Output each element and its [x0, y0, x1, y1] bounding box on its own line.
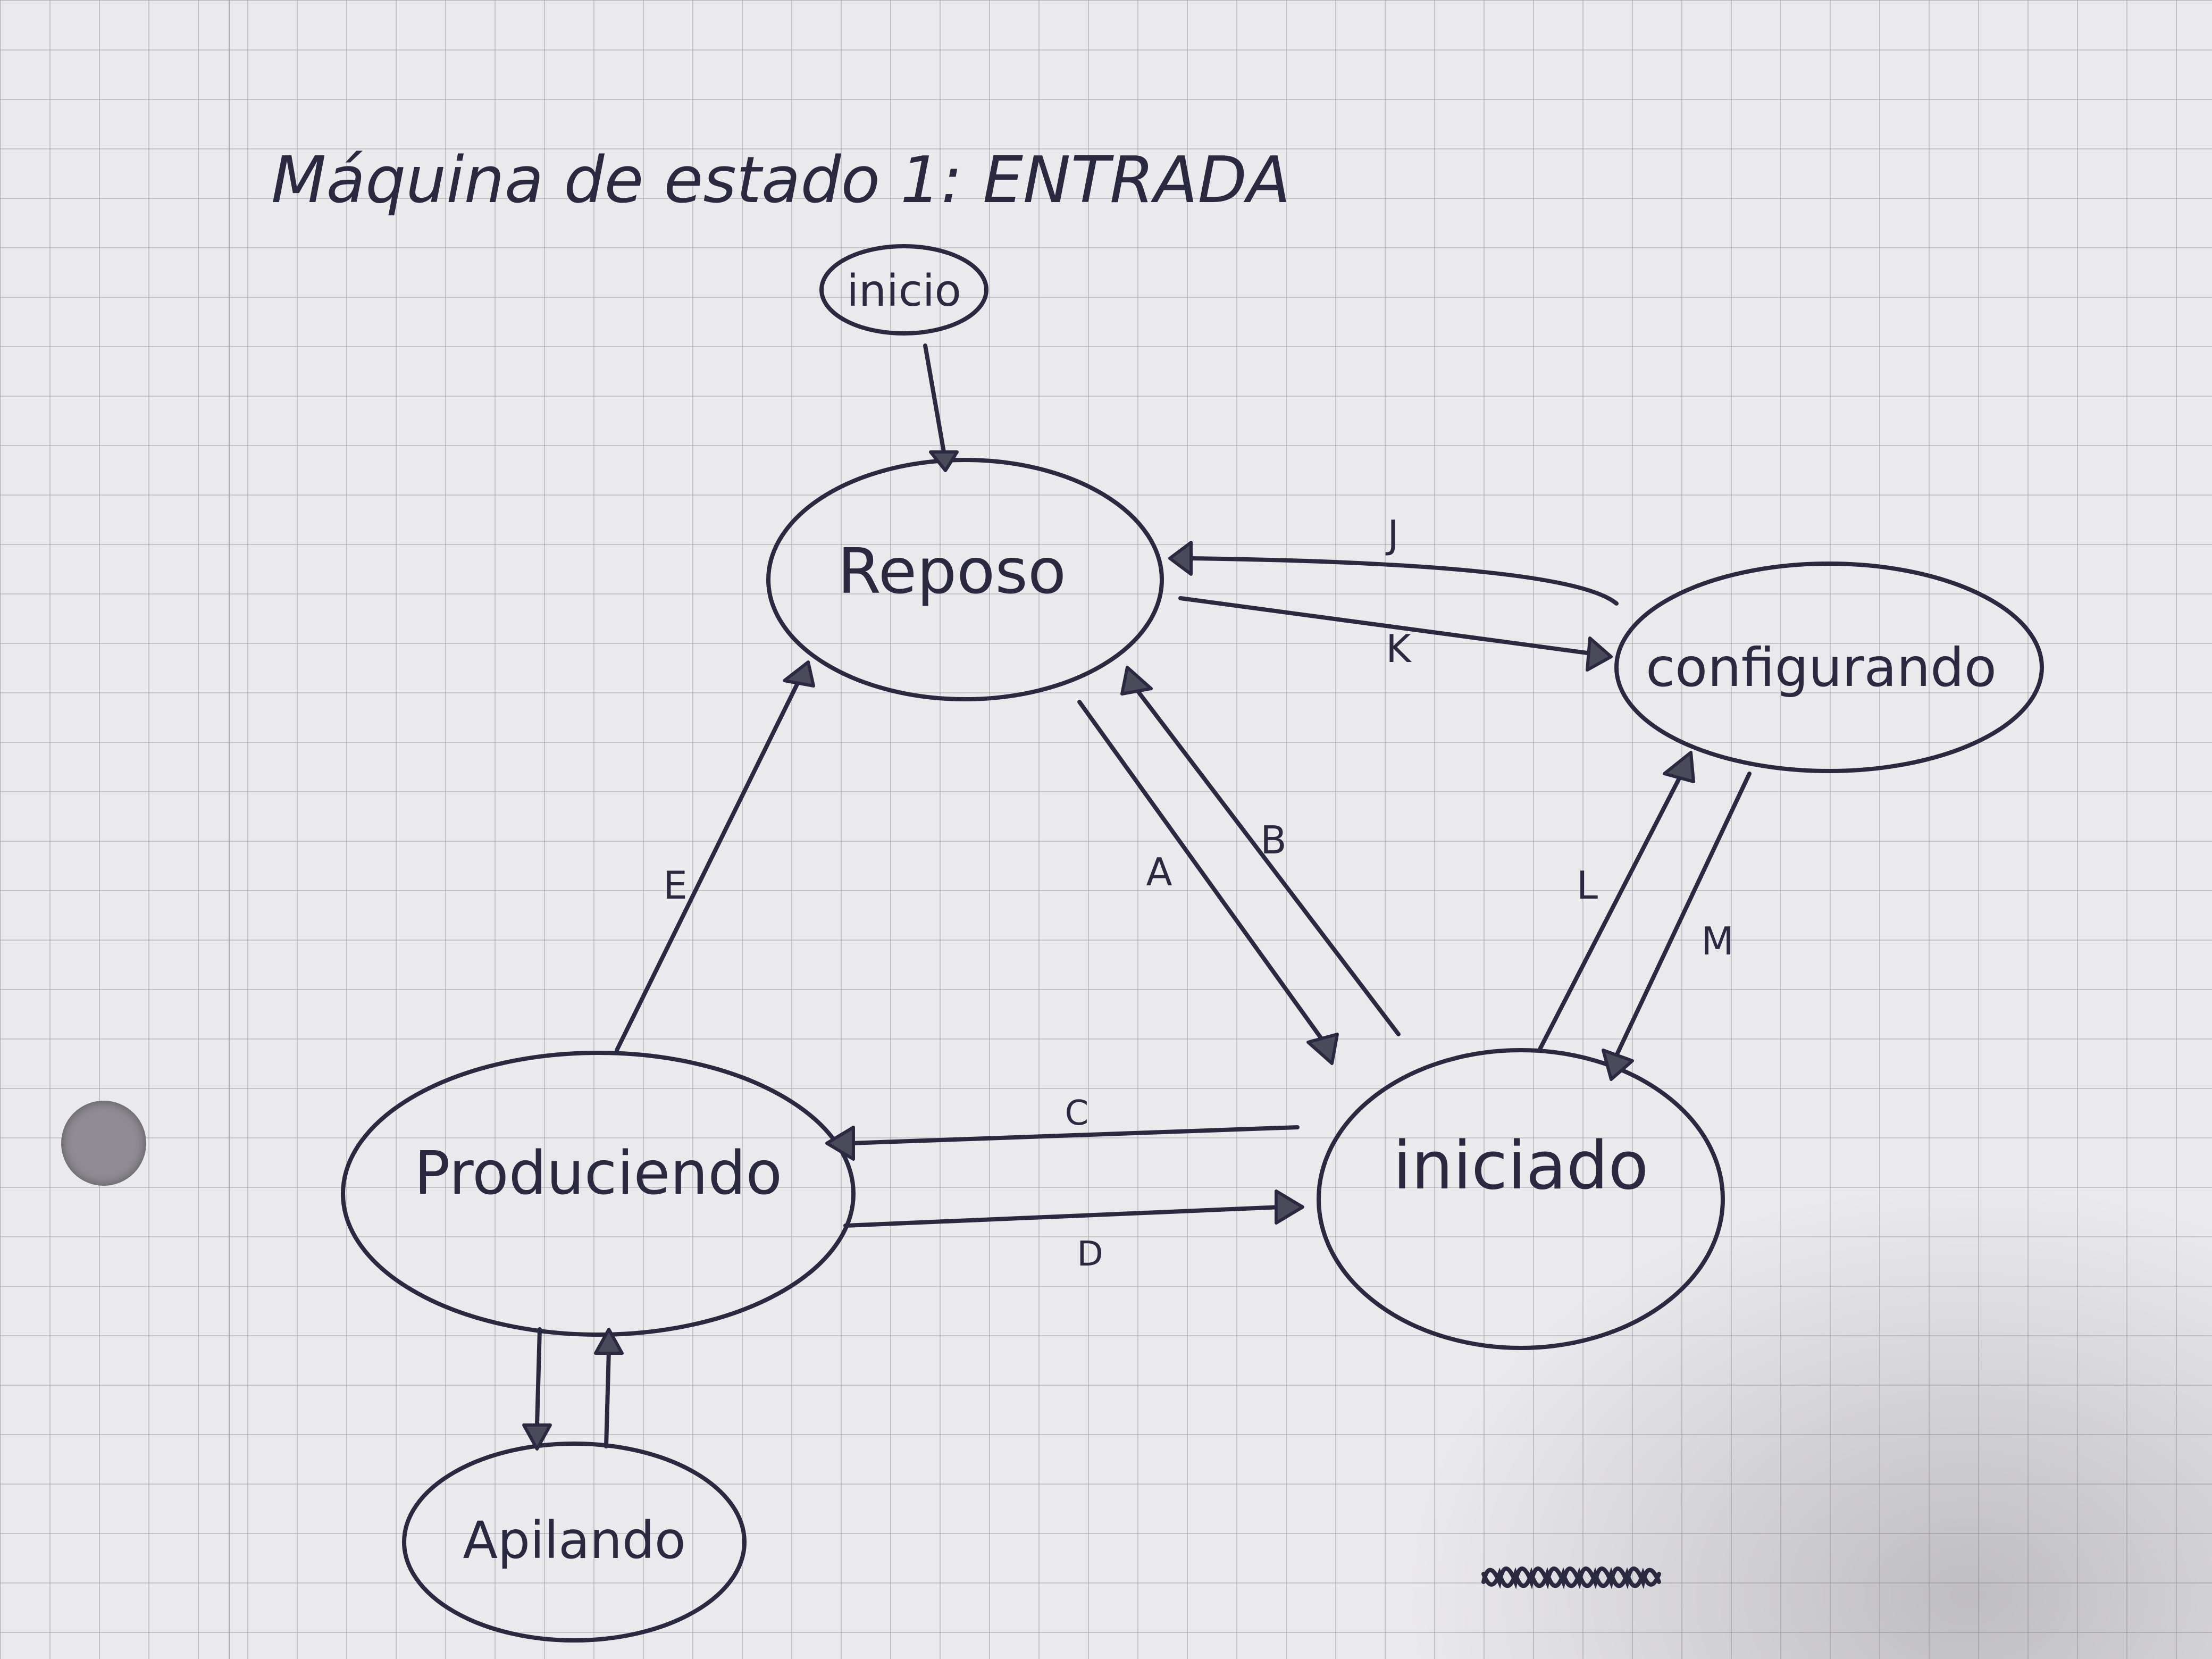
margin-line	[229, 0, 230, 1659]
state-reposo-label: Reposo	[837, 534, 1066, 608]
transition-m-label: M	[1701, 919, 1734, 963]
state-apilando-label: Apilando	[463, 1511, 685, 1570]
transition-b: B	[1120, 666, 1401, 1036]
state-iniciado-label: iniciado	[1393, 1128, 1649, 1204]
state-produciendo: Produciendo	[341, 1051, 856, 1337]
transition-inicio-reposo	[923, 343, 959, 472]
diagram-title: Máquina de estado 1: ENTRADA	[271, 144, 1291, 217]
state-inicio: inicio	[819, 244, 988, 336]
transition-j-label: J	[1385, 512, 1398, 557]
transition-d-label: D	[1077, 1235, 1103, 1274]
state-reposo: Reposo	[766, 458, 1164, 701]
state-iniciado: iniciado	[1317, 1048, 1725, 1350]
scribble-icon	[1481, 1566, 1661, 1589]
transition-produciendo-apilando	[522, 1327, 552, 1451]
transition-c-label: C	[1065, 1094, 1089, 1133]
transition-a: A	[1077, 700, 1339, 1065]
transition-b-label: B	[1260, 818, 1286, 862]
transition-k-label: K	[1386, 626, 1412, 671]
transition-c: C	[825, 1094, 1300, 1161]
transition-m: M	[1602, 772, 1752, 1081]
transition-j: J	[1168, 512, 1619, 606]
state-inicio-label: inicio	[847, 266, 961, 316]
state-produciendo-label: Produciendo	[414, 1139, 782, 1208]
punch-hole	[61, 1101, 146, 1186]
transition-a-label: A	[1146, 850, 1172, 894]
transition-apilando-produciendo	[594, 1328, 624, 1448]
transition-e-label: E	[663, 863, 688, 908]
transition-d: D	[843, 1189, 1304, 1274]
transition-l-label: L	[1577, 863, 1598, 908]
transition-l: L	[1537, 751, 1695, 1052]
state-configurando: configurando	[1614, 562, 2044, 773]
state-apilando: Apilando	[402, 1442, 747, 1643]
transition-k: K	[1178, 596, 1613, 672]
state-configurando-label: configurando	[1646, 636, 1997, 699]
transition-e: E	[615, 660, 815, 1052]
